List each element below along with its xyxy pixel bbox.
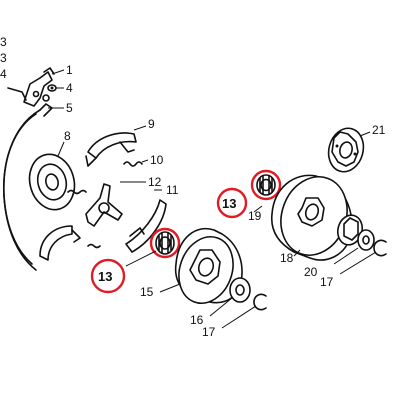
leader-15 [159,283,181,293]
label-16: 16 [190,313,204,327]
label-13-lower: 13 [98,269,112,284]
label-13-upper: 13 [222,196,236,211]
leader-10 [141,159,149,163]
part-15-sprocket-drum [174,227,243,304]
part-6-screw [42,94,50,102]
part-1-lever [7,67,55,107]
part-spur-sprocket [336,214,364,246]
label-5: 5 [66,101,73,115]
part-20-washer [357,229,375,251]
label-20: 20 [304,265,318,279]
part-spring-small [67,189,87,195]
part-19-clutch-drum [270,174,353,261]
part-13-needle-bearing-lower [155,231,175,255]
leader-19 [253,205,263,213]
highlight-circle-13-lower [149,227,181,259]
part-11-clutch-shoe [125,199,167,253]
label-4: 4 [0,67,7,81]
leader-1 [51,69,65,75]
leader-9 [133,125,147,131]
part-9-clutch-shoe [85,132,137,167]
label-partial-edge: 3 [0,51,7,65]
leader-17-lower [221,305,257,329]
label-4-right: 4 [66,81,73,95]
part-5-brake-band [3,103,53,271]
label-1: 1 [66,63,73,77]
label-17-upper: 17 [320,275,334,289]
label-10: 10 [150,153,164,167]
part-spring-lower [87,243,101,249]
part-8-brake-drum [28,153,76,211]
part-12-clutch-carrier [85,183,123,227]
leader-17-upper [339,251,377,275]
leader-16 [209,297,233,317]
part-10-spring [123,161,143,167]
highlight-circle-13-upper [250,169,282,201]
label-18: 18 [280,251,294,265]
leader-21 [359,131,371,137]
label-3: 3 [0,35,7,49]
label-11: 11 [166,183,179,197]
label-12: 12 [148,175,162,189]
part-13-needle-bearing-upper [256,174,276,196]
label-17-lower: 17 [202,325,216,339]
part-4-washer [47,84,57,92]
part-clutch-shoe-lower [39,225,81,261]
leader-8 [57,141,65,157]
label-8: 8 [64,129,71,143]
leader-20 [333,247,359,265]
part-16-washer [229,277,251,303]
label-9: 9 [148,117,155,131]
leader-18 [293,249,301,257]
leader-13-lower [125,250,157,267]
label-21: 21 [372,123,386,137]
highlight-circle-13-label [90,258,126,294]
label-15: 15 [140,285,154,299]
part-17-e-clip-lower [253,293,267,311]
part-21-rim-sprocket [327,127,365,173]
label-19: 19 [248,209,262,223]
part-17-e-clip-upper [373,239,387,257]
highlight-circle-13-upper-label [216,187,248,219]
